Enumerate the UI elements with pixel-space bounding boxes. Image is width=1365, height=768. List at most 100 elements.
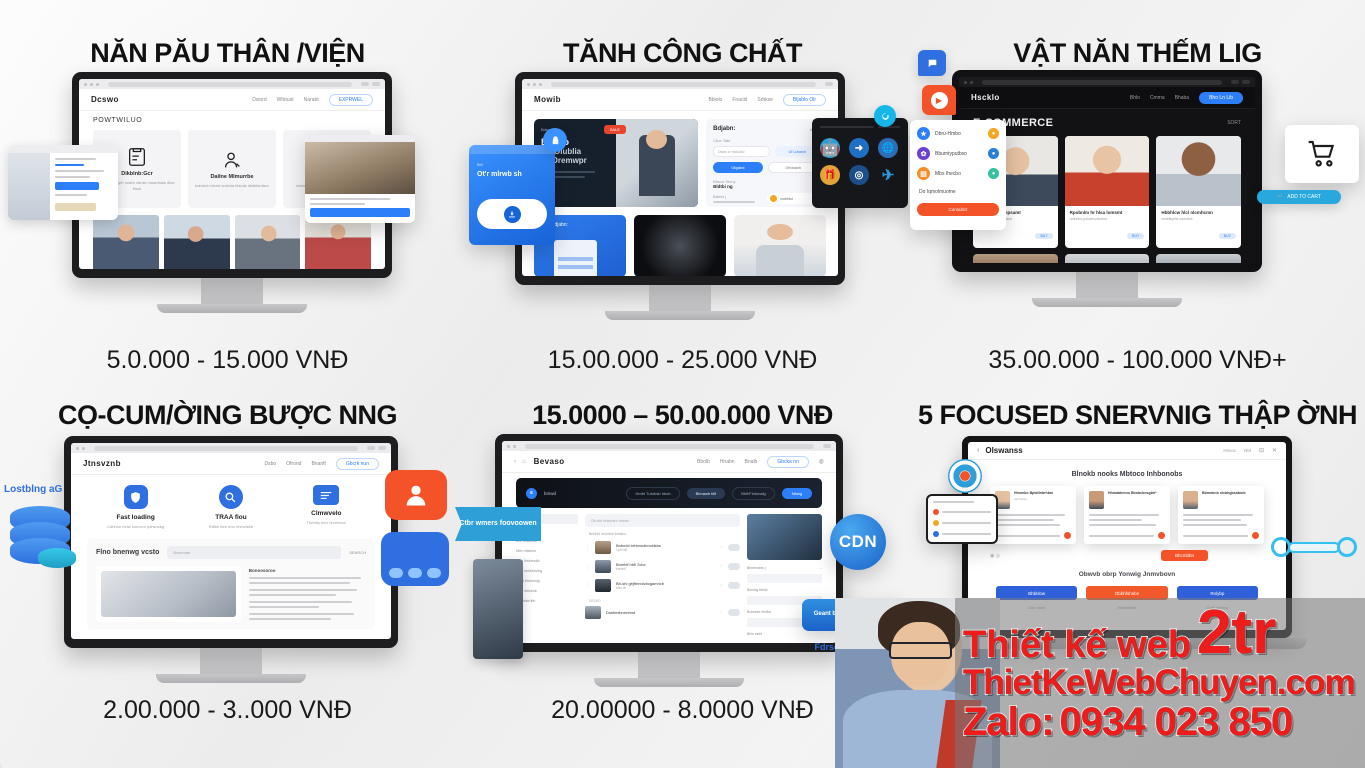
toolbar-button[interactable] [825,82,833,86]
product-card[interactable]: Rpobnlm hr hlsa lomsmt hmhnho pulcbm pts… [1064,136,1150,248]
add-to-cart-pill[interactable]: 🛒 ADD TO CART [1257,190,1341,204]
minimize-icon[interactable]: ⊟ [1258,448,1264,454]
back-icon[interactable]: ‹ [977,447,980,454]
panel-primary-button[interactable]: Okgabnl [713,162,763,173]
nav-link[interactable]: Narabt [303,96,319,103]
feature-card[interactable]: Dailne Mlmurrbe bdmbut mlsmt cmlmla hhic… [188,130,276,208]
profile-card[interactable]: Hhnmbo Bpbltlnbrhbm nphmlcbo [990,486,1076,544]
list-item[interactable]: ⋮ Bh-shl gbjfbmnlcbcgamncb bblo cb ♡ [585,579,740,592]
toolbar-button[interactable] [378,446,386,450]
toolbar-button[interactable] [1242,80,1250,84]
toolbar-button[interactable] [367,446,375,450]
nav-link[interactable]: Fnacbl [732,96,748,103]
product-card[interactable] [1064,254,1150,263]
hero-tab[interactable]: Bhfi/Flnbmalg [732,486,775,500]
robot-icon[interactable]: 🤖 [820,138,840,158]
search-input[interactable]: Bvocrnas [167,546,342,559]
feature-block[interactable]: TRAA fiou Rdlsh lnrb rmo nhmclsbb [188,485,273,529]
nav-link[interactable]: Dsiord [252,96,267,103]
window-menu-item[interactable]: Nbl [1244,448,1251,453]
product-buy-button[interactable]: BUY [1035,233,1053,239]
home-icon[interactable]: ⌂ [522,458,526,465]
service-item-label[interactable]: Dbru-Hmbo [935,130,961,137]
product-card[interactable] [1156,254,1242,263]
nav-link[interactable]: Bbiolo [708,96,723,103]
nav-cta-button[interactable]: EXPRWEL [328,93,373,106]
address-bar[interactable] [982,79,1222,85]
sidebar-item[interactable]: Bnhl nmlsbnvlcg [516,569,543,573]
sidebar-item[interactable]: Bbhl hlsbmnlbl [516,559,540,563]
list-item[interactable]: ⋮ Bmhblf hbfl 2cbc bnrbldl ♡ [585,560,740,573]
address-bar[interactable] [551,81,816,87]
nav-link[interactable]: Dsbo [264,460,277,467]
target-icon[interactable]: ◎ [849,165,869,185]
product-card[interactable]: Hbbhlcw hlcl nlcmhcmn wmbllbpllcl sumnbv… [1156,136,1242,248]
nav-cta-button[interactable]: Gbcrk nun [335,457,379,470]
nav-link[interactable]: Hnabn [719,458,735,465]
toolbar-button[interactable] [823,444,831,448]
browser-toolbar[interactable] [79,79,385,89]
nav-link[interactable]: Bhaba [1174,94,1190,101]
toolbar-button[interactable] [372,82,380,86]
footer-button[interactable]: Rnlybp [1176,586,1258,600]
panel-chip[interactable]: Gf Lubarcb [775,146,819,157]
nav-link[interactable]: Bhlo [1129,94,1140,101]
nav-link[interactable]: Bnalb [744,458,758,465]
footer-button[interactable]: Obbhfshnbn [1086,586,1168,600]
nav-link[interactable]: Whbust [276,96,294,103]
globe-icon[interactable]: 🌐 [878,138,898,158]
toolbar-button[interactable] [1231,80,1239,84]
sidebar-item[interactable]: Nbh mlsbnm [516,549,537,553]
primary-cta-button[interactable]: Bhcmbbn [1160,550,1208,561]
address-bar[interactable] [525,443,814,449]
gift-icon[interactable]: 🎁 [820,165,840,185]
service-item-label[interactable]: Bbumtyputbso [935,150,967,157]
service-item-label[interactable]: Do Iqmolmuome [919,189,956,195]
browser-toolbar[interactable] [959,77,1255,87]
plane-icon[interactable]: ✈ [881,167,895,184]
footer-button[interactable]: Bhblsbw [996,586,1078,600]
nav-link[interactable]: Bbolb [697,458,710,465]
nav-link[interactable]: Srbkse [757,96,773,103]
profile-card[interactable]: Hhmabbmno Bbnbcbnsgbh* [1084,486,1170,544]
sidebar-item[interactable]: aTl mlsb lbh [516,599,536,603]
list-item[interactable]: Dubllmlbnrmbmt ♡ [585,606,740,619]
panel-input[interactable]: Dlsbs cr mclcdtcl [713,146,771,157]
list-item[interactable]: ⋮ Bnbmbl brhbmcbmcblsbs Cpbl bB ♡ [585,541,740,554]
user-icon[interactable]: ◍ [818,459,824,465]
nav-link[interactable]: Ofrond [286,460,302,467]
toolbar-button[interactable] [361,82,369,86]
search-button[interactable]: SEARCH [349,550,366,555]
profile-card[interactable]: Bbmnbnb nlcbhgbsnbmb [1178,486,1264,544]
window-menu-item[interactable]: Hnvoc [1223,448,1237,453]
nav-cta-button[interactable]: Bljablo Olr [782,93,826,106]
close-icon[interactable]: ✕ [1271,448,1277,454]
feature-block[interactable]: Fast loading Cdhnon mrlw sonvom rplnvncb… [93,485,178,529]
search-input[interactable]: Gb bhl bnlmolrv hsbrw [585,514,740,527]
product-buy-button[interactable]: BUY [1218,233,1237,239]
address-bar[interactable] [94,445,358,451]
sidebar-item[interactable]: Bhml hlsbmnlg [516,579,540,583]
nav-cta-button[interactable]: Gbcka nn [767,455,809,468]
sort-control[interactable]: SORT [1227,120,1241,126]
arrow-icon[interactable]: ➜ [849,138,869,158]
nav-cta-button[interactable]: Bho Ln Lib [1199,91,1243,104]
hero-tab[interactable]: Hmbt Tubrbsb hbob [626,486,680,500]
promo-tile-model[interactable] [734,215,826,276]
browser-toolbar[interactable] [522,79,838,89]
browser-toolbar[interactable] [71,443,391,453]
address-bar[interactable] [108,81,352,87]
nav-link[interactable]: Bnanft [311,460,326,467]
hero-tab-active[interactable]: Nbwg [781,487,812,499]
feature-block[interactable]: Clmwvelo Tbrbdly nrbr hrvrmbon [284,485,369,529]
nav-link[interactable]: Cmma [1149,94,1165,101]
product-buy-button[interactable]: BUY [1127,233,1145,239]
sidebar-item[interactable]: Bhr hnsbmnb [516,539,538,543]
product-card[interactable] [973,254,1058,263]
service-item-label[interactable]: Mbs Ihecbo [935,170,961,177]
promo-tile-dark[interactable] [634,215,726,276]
hero-tab[interactable]: Bbnawb blfl [686,487,726,499]
browser-toolbar[interactable] [502,441,836,451]
services-cta-button[interactable]: Consubct [917,203,999,216]
sidebar-item[interactable]: Bnhl nblsbnb [516,589,537,593]
